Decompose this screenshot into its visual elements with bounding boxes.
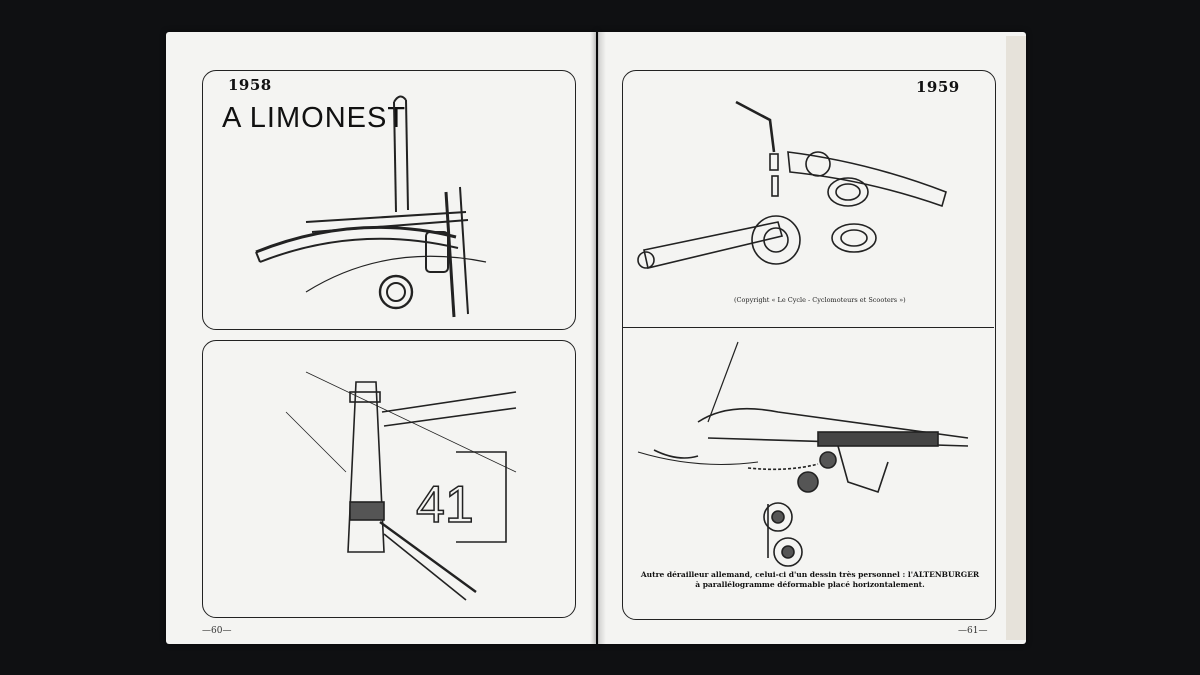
page-number-right: —61— — [958, 626, 988, 636]
year-label-1959: 1959 — [916, 78, 960, 96]
frame-number-41: 41 — [416, 476, 474, 534]
bicycle-frame-number-41-illustration: 41 — [285, 371, 517, 601]
book-gutter-shadow — [590, 32, 606, 644]
page-edge-strip — [1006, 36, 1026, 640]
derailleur-illustration — [637, 341, 969, 567]
panel-divider — [623, 327, 994, 329]
bottom-panel-frame — [202, 340, 576, 618]
right-page: 1959 (Copyright « Le Cycle - Cyclomoteur… — [598, 32, 1026, 644]
top-panel-frame — [202, 70, 576, 330]
derailleur-caption: Autre dérailleur allemand, celui-ci d'un… — [638, 570, 982, 590]
open-book: 1958 A LIMONEST — [166, 32, 1026, 644]
copyright-note: (Copyright « Le Cycle - Cyclomoteurs et … — [734, 296, 906, 304]
right-page-frame — [622, 70, 996, 620]
caption-line-2: à parallélogramme déformable placé horiz… — [695, 580, 925, 589]
crankset-exploded-illustration — [637, 100, 947, 269]
year-label-1958: 1958 — [228, 76, 272, 94]
bicycle-rack-lamp-illustration — [255, 95, 487, 318]
headline-limonest: A LIMONEST — [222, 102, 407, 134]
caption-line-1: Autre dérailleur allemand, celui-ci d'un… — [640, 570, 980, 579]
left-page: 1958 A LIMONEST — [166, 32, 596, 644]
page-number-left: —60— — [202, 626, 232, 636]
